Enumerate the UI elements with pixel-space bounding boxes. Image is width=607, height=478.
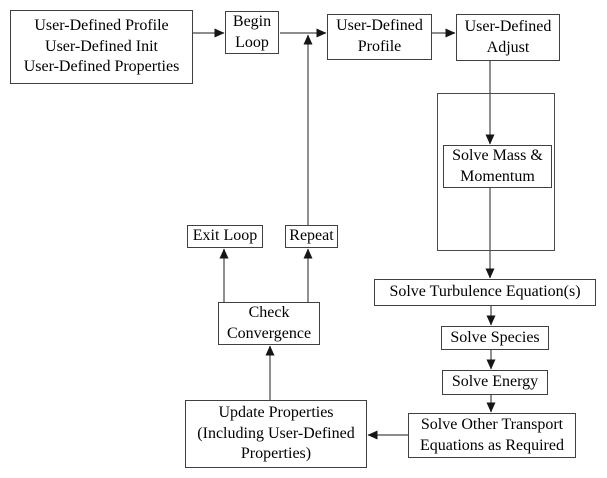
node-exit-loop: Exit Loop <box>187 225 263 248</box>
node-user-defined-profile: User-Defined Profile <box>327 14 432 60</box>
node-user-defined-init-block: User-Defined Profile User-Defined Init U… <box>10 10 193 84</box>
node-solve-turbulence-equations: Solve Turbulence Equation(s) <box>374 279 596 306</box>
node-begin-loop: Begin Loop <box>225 11 279 54</box>
node-solve-energy: Solve Energy <box>442 370 548 395</box>
node-update-properties: Update Properties (Including User-Define… <box>185 400 367 468</box>
node-solve-species: Solve Species <box>441 326 549 350</box>
node-solve-mass-momentum: Solve Mass & Momentum <box>443 145 552 188</box>
node-user-defined-adjust: User-Defined Adjust <box>456 14 560 61</box>
solver-iteration-frame <box>437 93 555 251</box>
node-repeat: Repeat <box>285 225 338 248</box>
node-solve-other-transport: Solve Other Transport Equations as Requi… <box>408 413 576 458</box>
node-check-convergence: Check Convergence <box>218 302 320 345</box>
